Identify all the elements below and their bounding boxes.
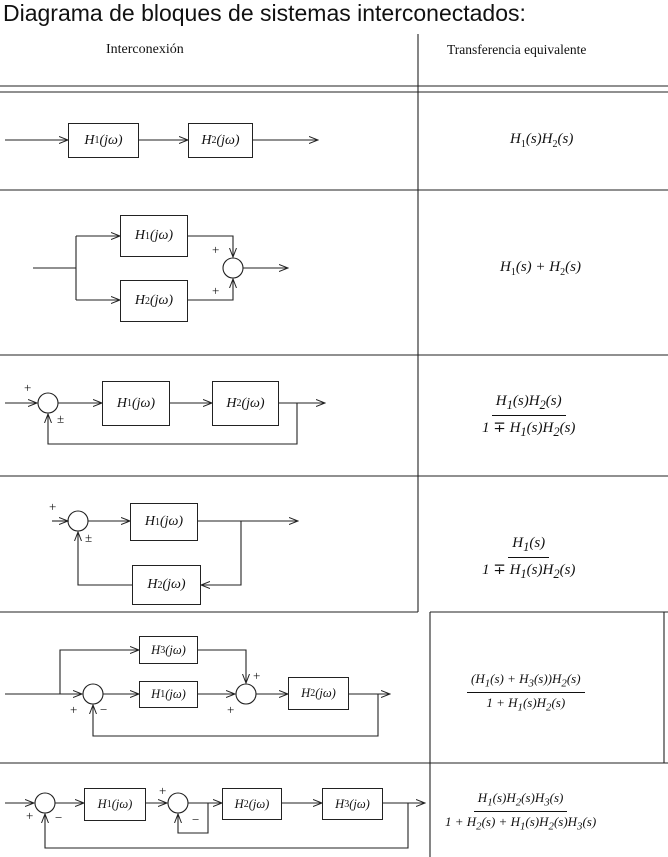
- transfer-nested-feedback: H1(s)H2(s)H3(s) 1 + H2(s) + H1(s)H2(s)H3…: [441, 790, 600, 832]
- sign-ff-sum2-left: +: [227, 702, 235, 717]
- header-interconnection: Interconexión: [106, 42, 184, 57]
- transfer-feedback-loop: H1(s) 1 ∓ H1(s)H2(s): [478, 535, 579, 582]
- sign-loop-pm: ±: [85, 530, 93, 545]
- sign-loop-plus: +: [49, 499, 57, 514]
- page-title: Diagrama de bloques de sistemas intercon…: [3, 0, 526, 26]
- sign-feedback-plus: +: [24, 380, 32, 395]
- transfer-numerator: H1(s)H2(s): [491, 393, 566, 416]
- header-equivalent-transfer: Transferencia equivalente: [447, 42, 587, 57]
- sign-ff-sum2-top: +: [253, 668, 261, 683]
- transfer-parallel: H1(s) + H2(s): [500, 259, 581, 278]
- sign-ff-sum1-plus: +: [70, 702, 78, 717]
- sign-nested-sum1-plus: +: [26, 808, 34, 823]
- transfer-feedback-cascade: H1(s)H2(s) 1 ∓ H1(s)H2(s): [478, 393, 579, 440]
- sign-parallel-bottom: +: [212, 283, 220, 298]
- transfer-feedforward-feedback: (H1(s) + H3(s))H2(s) 1 + H1(s)H2(s): [467, 671, 585, 713]
- transfer-denominator: 1 ∓ H1(s)H2(s): [482, 420, 576, 439]
- transfer-cascade: H1(s)H2(s): [510, 131, 574, 150]
- transfer-denominator: 1 + H1(s)H2(s): [486, 694, 566, 714]
- sign-feedback-pm: ±: [57, 411, 65, 426]
- sign-parallel-top: +: [212, 242, 220, 257]
- sign-nested-sum2-plus: +: [159, 783, 167, 798]
- sign-nested-sum2-minus: −: [192, 812, 200, 827]
- transfer-numerator: (H1(s) + H3(s))H2(s): [467, 671, 585, 693]
- transfer-denominator: 1 + H2(s) + H1(s)H2(s)H3(s): [445, 813, 597, 833]
- sign-nested-sum1-minus: −: [55, 810, 63, 825]
- sign-ff-sum1-minus: −: [100, 702, 108, 717]
- transfer-denominator: 1 ∓ H1(s)H2(s): [482, 562, 576, 581]
- transfer-numerator: H1(s): [508, 535, 550, 558]
- transfer-numerator: H1(s)H2(s)H3(s): [473, 790, 568, 812]
